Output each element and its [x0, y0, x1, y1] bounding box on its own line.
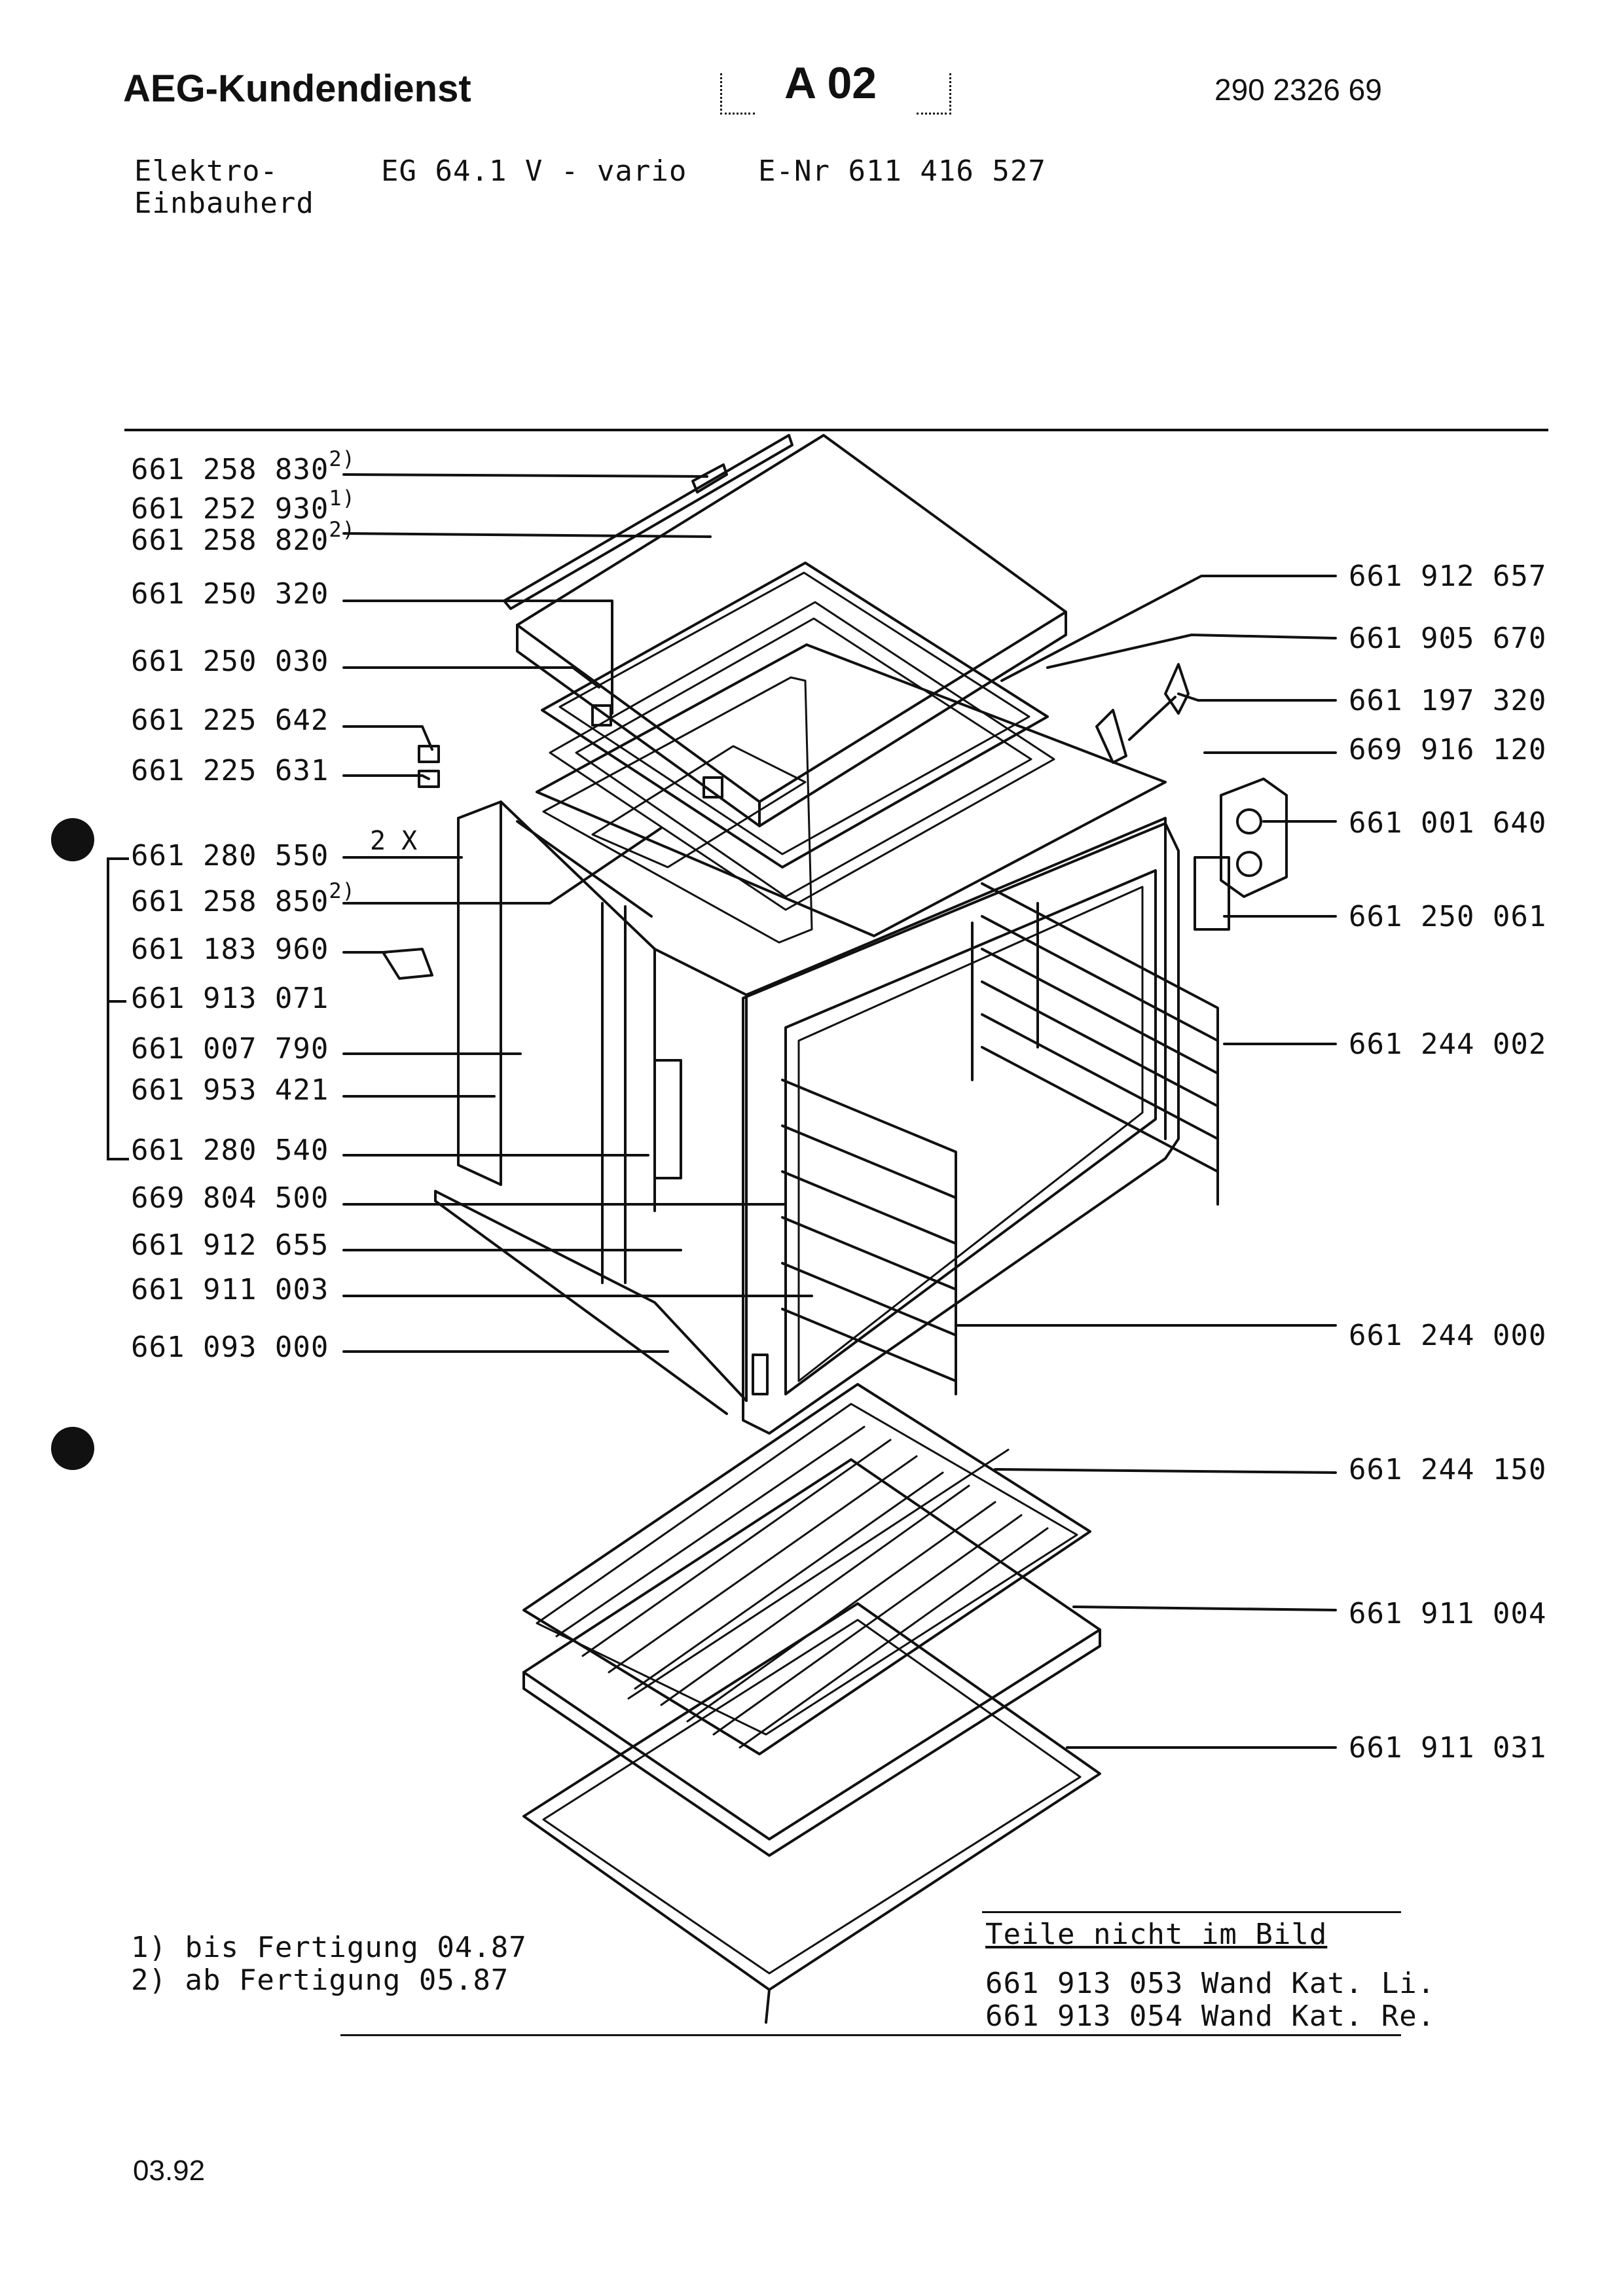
leaders-left: [342, 473, 813, 1353]
group-bracket: [107, 857, 129, 1160]
part-number: 661 244 150: [1349, 1453, 1547, 1486]
clip-a: [591, 704, 612, 726]
footnote-2: 2) ab Fertigung 05.87: [131, 1964, 509, 1997]
part-number: 661 911 004: [1349, 1597, 1547, 1630]
part-number: 661 905 670: [1349, 622, 1547, 655]
bottom-rule: [340, 2034, 1401, 2036]
part-number: 661 912 655: [131, 1229, 329, 1262]
part-number: 661 250 061: [1349, 900, 1547, 933]
part-number: 661 913 071: [131, 982, 329, 1015]
issue-date: 03.92: [133, 2155, 206, 2187]
part-number: 661 250 320: [131, 577, 329, 611]
front-frame: [742, 822, 1180, 1435]
frame-slot: [752, 1354, 769, 1395]
registration-dot-upper: [51, 818, 94, 861]
registration-dot-lower: [51, 1427, 94, 1470]
cavity-top-frame: [536, 643, 1167, 944]
clip-b: [702, 776, 723, 798]
part-number: 661 953 421: [131, 1073, 329, 1107]
seal-frame: [541, 562, 1049, 869]
part-number: 661 244 000: [1349, 1319, 1547, 1352]
part-number: 661 225 631: [131, 754, 329, 787]
part-number: 669 804 500: [131, 1181, 329, 1215]
drip-pan: [522, 1602, 1101, 2024]
bracket-part: [382, 948, 433, 980]
not-shown-item: 661 913 054 Wand Kat. Re.: [985, 2000, 1436, 2033]
group-bracket-mid: [107, 1000, 126, 1003]
part-number: 661 197 320: [1349, 684, 1547, 717]
part-number: 661 007 790: [131, 1032, 329, 1066]
part-number: 661 258 8202): [131, 517, 356, 557]
part-number: 661 093 000: [131, 1331, 329, 1364]
clip-d: [418, 770, 440, 788]
brand-title: AEG-Kundendienst: [123, 67, 471, 110]
baking-tray: [522, 1458, 1101, 1857]
part-number: 661 258 8502): [131, 878, 356, 918]
not-shown-item: 661 913 053 Wand Kat. Li.: [985, 1967, 1436, 2000]
e-number: E-Nr 611 416 527: [758, 154, 1046, 188]
part-number: 661 912 657: [1349, 560, 1547, 593]
top-cover-plate: [516, 434, 1067, 827]
part-number: 661 183 960: [131, 933, 329, 966]
part-number: 661 258 8302): [131, 446, 356, 486]
switch-plate: [1194, 856, 1230, 931]
footnote-1: 1) bis Fertigung 04.87: [131, 1931, 527, 1964]
part-number: 669 916 120: [1349, 733, 1547, 766]
lamp-parts: [1095, 663, 1190, 764]
top-divider: [124, 429, 1548, 431]
part-number: 661 001 640: [1349, 806, 1547, 840]
quantity-marker: 2 X: [370, 826, 418, 856]
document-number: 290 2326 69: [1214, 73, 1382, 107]
top-rear-strip: [503, 434, 793, 610]
sheet-marker-left: [720, 73, 755, 115]
side-label-plate: [653, 1059, 682, 1179]
product-type-line2: Einbauherd: [134, 187, 314, 220]
part-number: 661 252 9301): [131, 486, 356, 526]
not-shown-top-rule: [982, 1911, 1401, 1913]
part-number: 661 250 030: [131, 645, 329, 678]
baking-grid: [522, 1383, 1091, 1755]
part-number: 661 911 031: [1349, 1731, 1547, 1765]
heating-element: [549, 601, 1055, 911]
not-shown-title: Teile nicht im Bild: [985, 1918, 1328, 1951]
control-module: [1194, 778, 1288, 931]
part-number: 661 244 002: [1349, 1028, 1547, 1061]
leaders-right: [955, 575, 1337, 1749]
product-type-line1: Elektro-: [134, 154, 278, 188]
part-number: 661 280 550: [131, 839, 329, 872]
model-designation: EG 64.1 V - vario: [381, 154, 687, 188]
sheet-code: A 02: [784, 58, 877, 108]
part-number: 661 225 642: [131, 704, 329, 737]
sheet-marker-right: [917, 73, 951, 115]
clip-c: [418, 745, 440, 763]
left-rack: [781, 1079, 957, 1395]
right-rack: [971, 882, 1219, 1206]
oven-cavity: [434, 800, 1167, 1415]
part-number: 661 911 003: [131, 1273, 329, 1306]
part-number: 661 280 540: [131, 1134, 329, 1167]
